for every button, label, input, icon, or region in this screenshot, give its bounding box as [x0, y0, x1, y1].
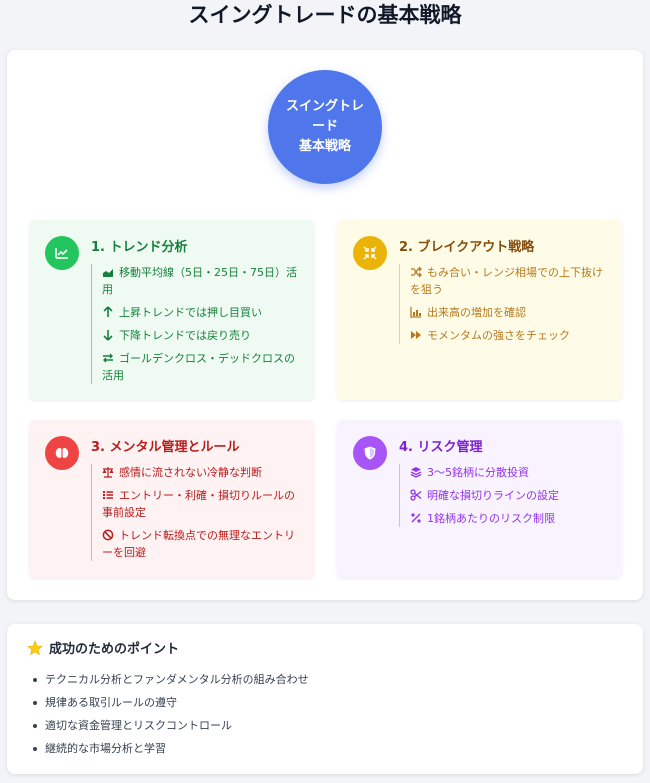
list-item: もみ合い・レンジ相場での上下抜けを狙う	[410, 264, 612, 298]
card-breakout-strategy: 2. ブレイクアウト戦略 もみ合い・レンジ相場での上下抜けを狙う 出来高の増加を…	[337, 220, 622, 400]
center-line2: 基本戦略	[298, 139, 351, 154]
list-item: テクニカル分析とファンダメンタル分析の組み合わせ	[31, 672, 623, 687]
list-item-text: 3〜5銘柄に分散投資	[427, 466, 529, 479]
list-item-text: ゴールデンクロス・デッドクロスの活用	[102, 352, 295, 382]
list-item: 1銘柄あたりのリスク制限	[410, 510, 612, 527]
list-item-text: 移動平均線（5日・25日・75日）活用	[102, 266, 297, 296]
list-item: 移動平均線（5日・25日・75日）活用	[102, 264, 304, 298]
list-item-text: エントリー・利確・損切りルールの事前設定	[102, 489, 295, 519]
page-title: スイングトレードの基本戦略	[188, 3, 462, 27]
list-item: 感情に流されない冷静な判断	[102, 464, 304, 481]
card-list: 移動平均線（5日・25日・75日）活用 上昇トレンドでは押し目買い 下降トレンド…	[91, 264, 304, 384]
exchange-icon	[103, 353, 113, 363]
list-icon	[103, 491, 113, 499]
chart-line-icon	[45, 236, 79, 270]
shield-icon	[353, 436, 387, 470]
list-item-text: 感情に流されない冷静な判断	[119, 466, 262, 479]
fast-forward-icon	[411, 331, 421, 339]
random-icon	[411, 266, 422, 278]
list-item: エントリー・利確・損切りルールの事前設定	[102, 487, 304, 521]
points-title: 成功のためのポイント	[27, 640, 179, 660]
arrow-up-icon	[103, 306, 113, 317]
card-trend-analysis: 1. トレンド分析 移動平均線（5日・25日・75日）活用 上昇トレンドでは押し…	[29, 220, 314, 400]
scissors-icon	[410, 489, 422, 501]
layers-icon	[410, 467, 422, 478]
list-item-text: モメンタムの強さをチェック	[427, 329, 570, 342]
center-line1: スイングトレード	[285, 99, 364, 134]
list-item: 適切な資金管理とリスクコントロール	[31, 718, 623, 733]
list-item: 出来高の増加を確認	[410, 304, 612, 321]
balance-scale-icon	[102, 467, 114, 478]
volume-chart-icon	[410, 307, 421, 318]
brain-icon	[45, 436, 79, 470]
compress-icon	[353, 236, 387, 270]
star-icon	[27, 640, 43, 656]
list-item: ゴールデンクロス・デッドクロスの活用	[102, 350, 304, 384]
card-title: 1. トレンド分析	[91, 240, 188, 255]
list-item: 上昇トレンドでは押し目買い	[102, 304, 304, 321]
list-item: 下降トレンドでは戻り売り	[102, 327, 304, 344]
arrow-down-icon	[103, 330, 113, 341]
list-item: 3〜5銘柄に分散投資	[410, 464, 612, 481]
list-item-text: 下降トレンドでは戻り売り	[119, 329, 251, 342]
list-item-text: 出来高の増加を確認	[427, 306, 526, 319]
points-list: テクニカル分析とファンダメンタル分析の組み合わせ 規律ある取引ルールの遵守 適切…	[31, 672, 623, 764]
percent-icon	[411, 513, 421, 523]
list-item-text: トレンド転換点での無理なエントリーを回避	[102, 529, 295, 559]
success-points-panel: 成功のためのポイント テクニカル分析とファンダメンタル分析の組み合わせ 規律ある…	[7, 624, 643, 774]
card-title: 4. リスク管理	[399, 440, 483, 455]
list-item: 継続的な市場分析と学習	[31, 741, 623, 756]
card-mental-management: 3. メンタル管理とルール 感情に流されない冷静な判断 エントリー・利確・損切り…	[29, 420, 314, 578]
card-list: 感情に流されない冷静な判断 エントリー・利確・損切りルールの事前設定 トレンド転…	[91, 464, 304, 561]
list-item: モメンタムの強さをチェック	[410, 327, 612, 344]
list-item: 規律ある取引ルールの遵守	[31, 695, 623, 710]
center-circle: スイングトレード 基本戦略	[268, 70, 382, 184]
card-list: 3〜5銘柄に分散投資 明確な損切りラインの設定 1銘柄あたりのリスク制限	[399, 464, 612, 527]
list-item-text: 明確な損切りラインの設定	[427, 489, 559, 502]
ban-icon	[102, 529, 114, 541]
card-title: 3. メンタル管理とルール	[91, 440, 240, 455]
list-item-text: 上昇トレンドでは押し目買い	[119, 306, 262, 319]
chart-area-icon	[103, 269, 113, 277]
points-title-text: 成功のためのポイント	[49, 642, 180, 657]
list-item: トレンド転換点での無理なエントリーを回避	[102, 527, 304, 561]
card-risk-management: 4. リスク管理 3〜5銘柄に分散投資 明確な損切りラインの設定 1銘柄あたりの…	[337, 420, 622, 578]
list-item-text: もみ合い・レンジ相場での上下抜けを狙う	[410, 266, 603, 296]
card-title: 2. ブレイクアウト戦略	[399, 240, 535, 255]
card-list: もみ合い・レンジ相場での上下抜けを狙う 出来高の増加を確認 モメンタムの強さをチ…	[399, 264, 612, 344]
list-item: 明確な損切りラインの設定	[410, 487, 612, 504]
list-item-text: 1銘柄あたりのリスク制限	[427, 512, 555, 525]
